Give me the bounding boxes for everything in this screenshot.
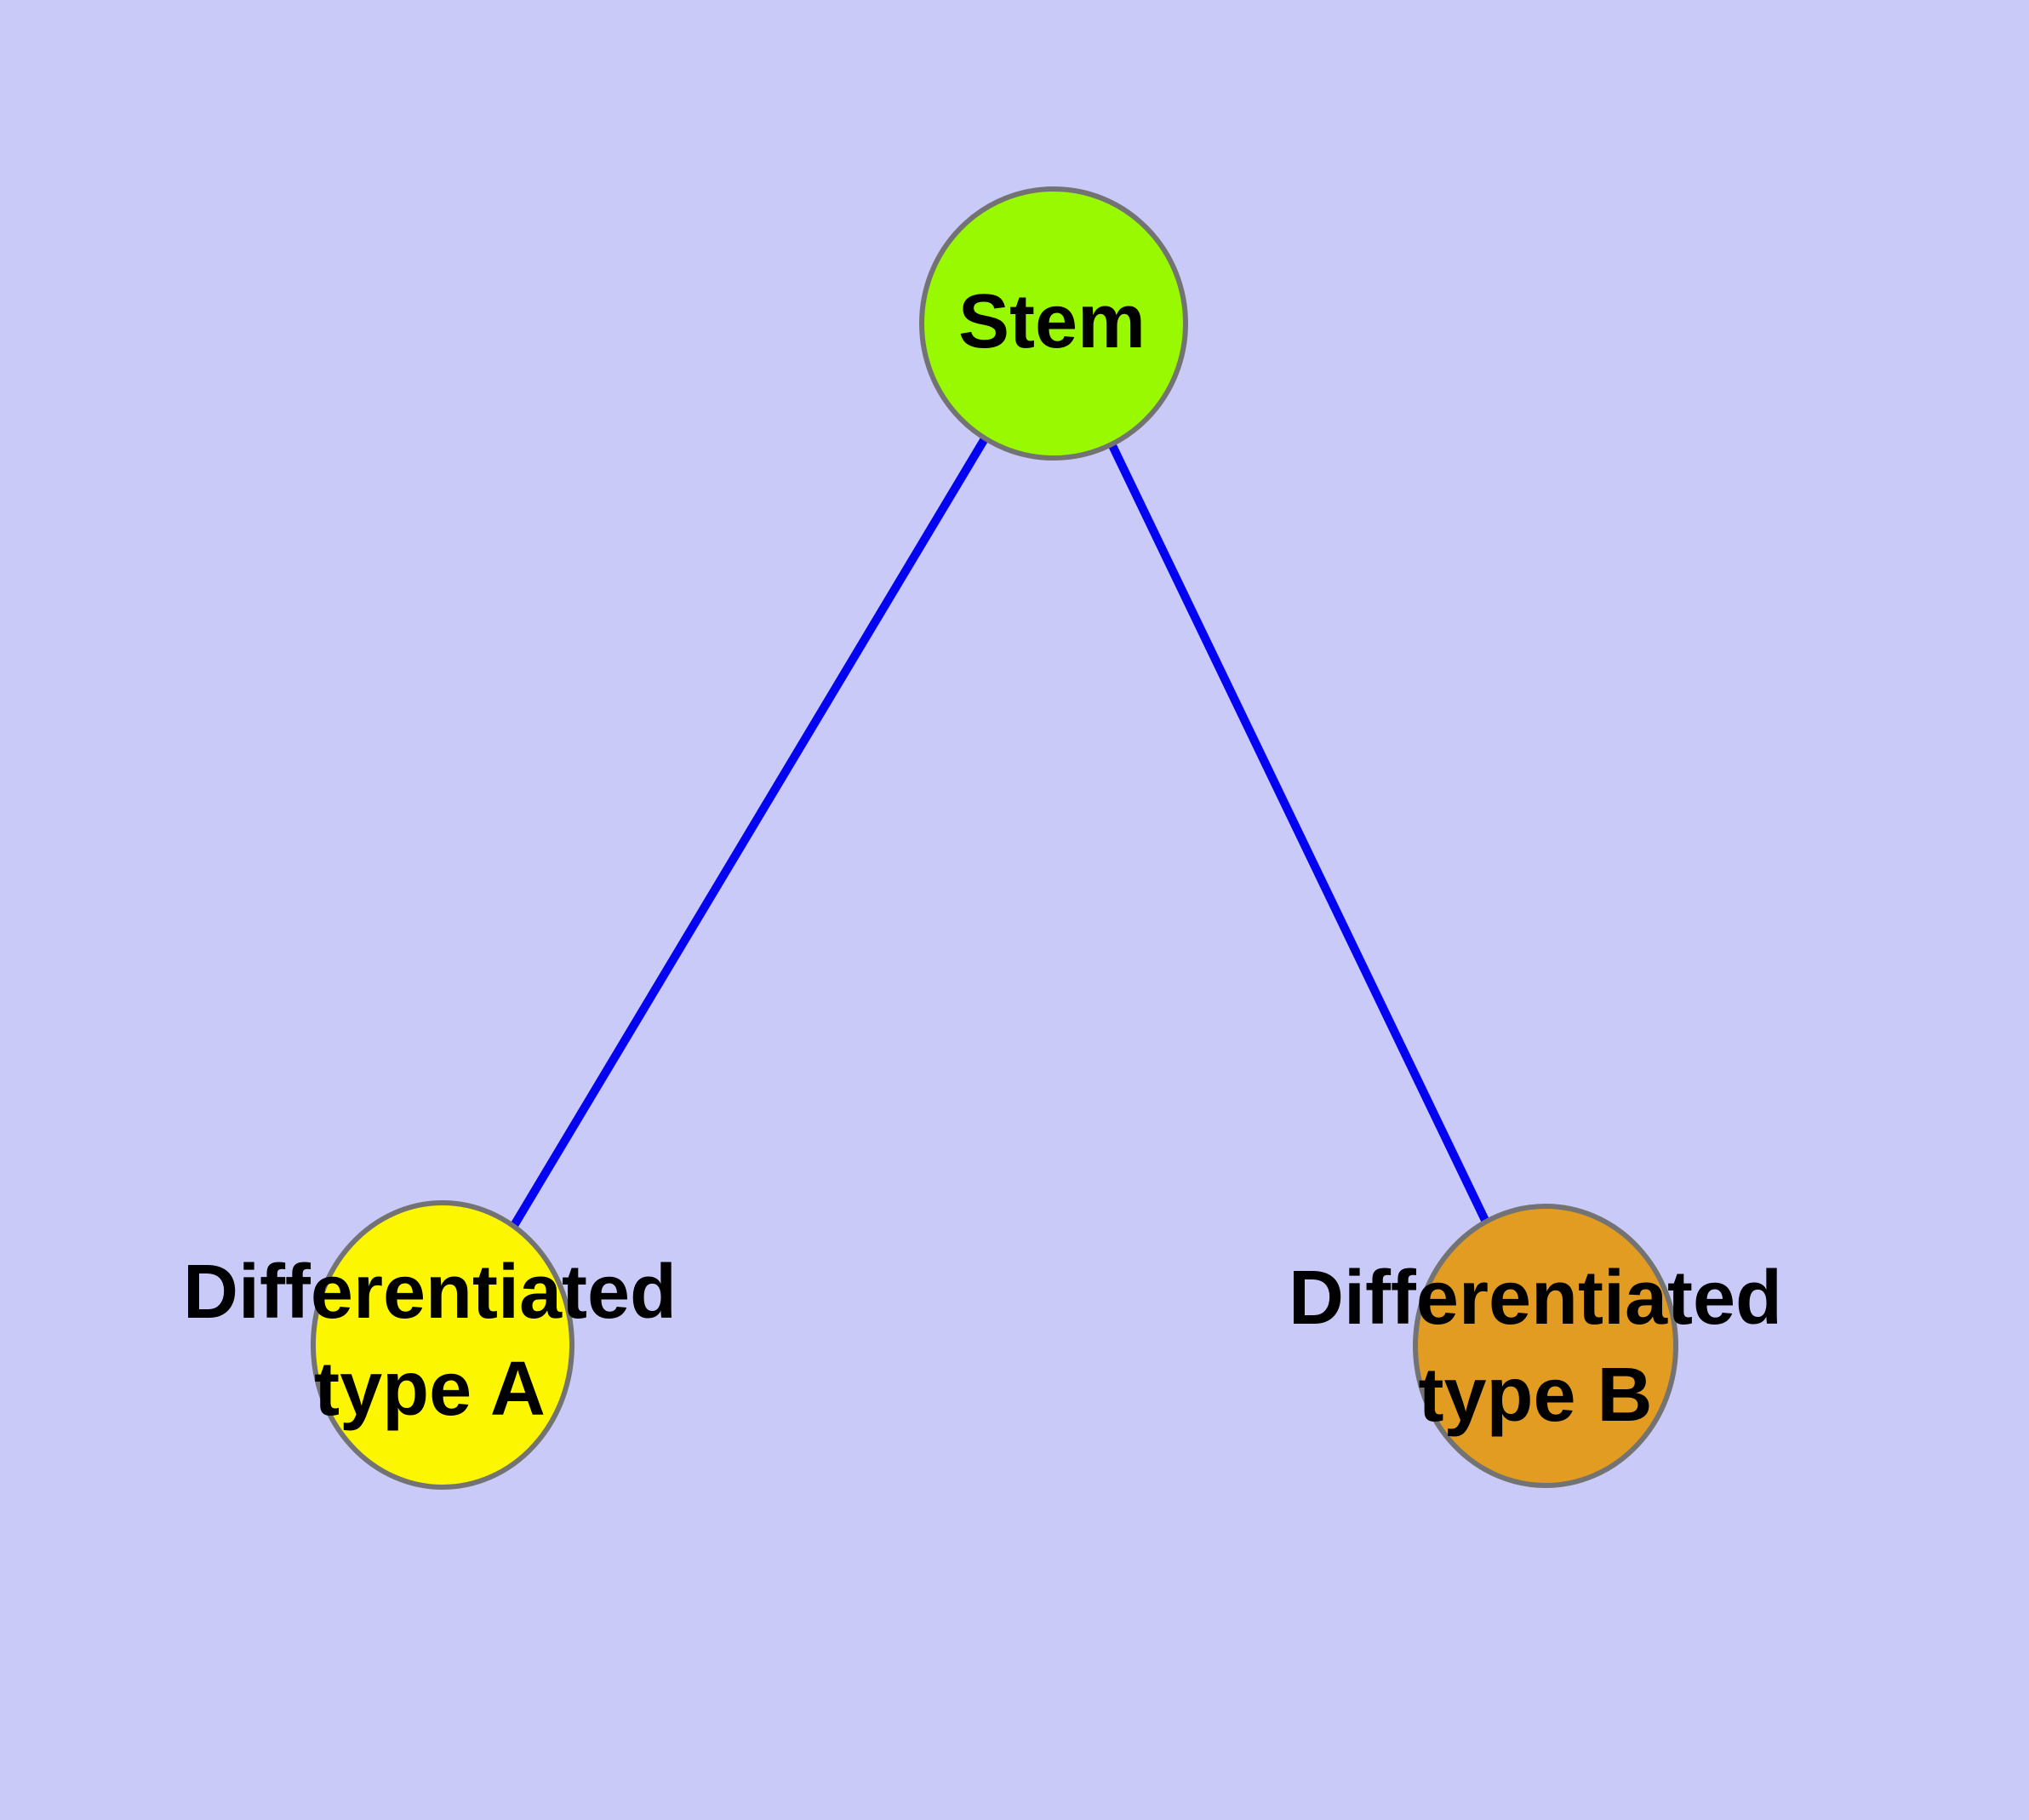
node-type-b-circle [1413,1204,1678,1488]
node-stem-circle [919,186,1188,461]
node-type-a-label-line2: type A [314,1347,546,1432]
node-type-b-label-line1: Differentiated [1289,1256,1782,1341]
edge-stem-to-type-b [1049,321,1550,1348]
node-type-b-label-line2: type B [1418,1353,1652,1438]
node-type-a-label-line1: Differentiated [183,1250,677,1335]
node-stem-label: Stem [958,279,1146,364]
node-type-a-circle [311,1200,574,1490]
edge-stem-to-type-a [438,321,1058,1348]
